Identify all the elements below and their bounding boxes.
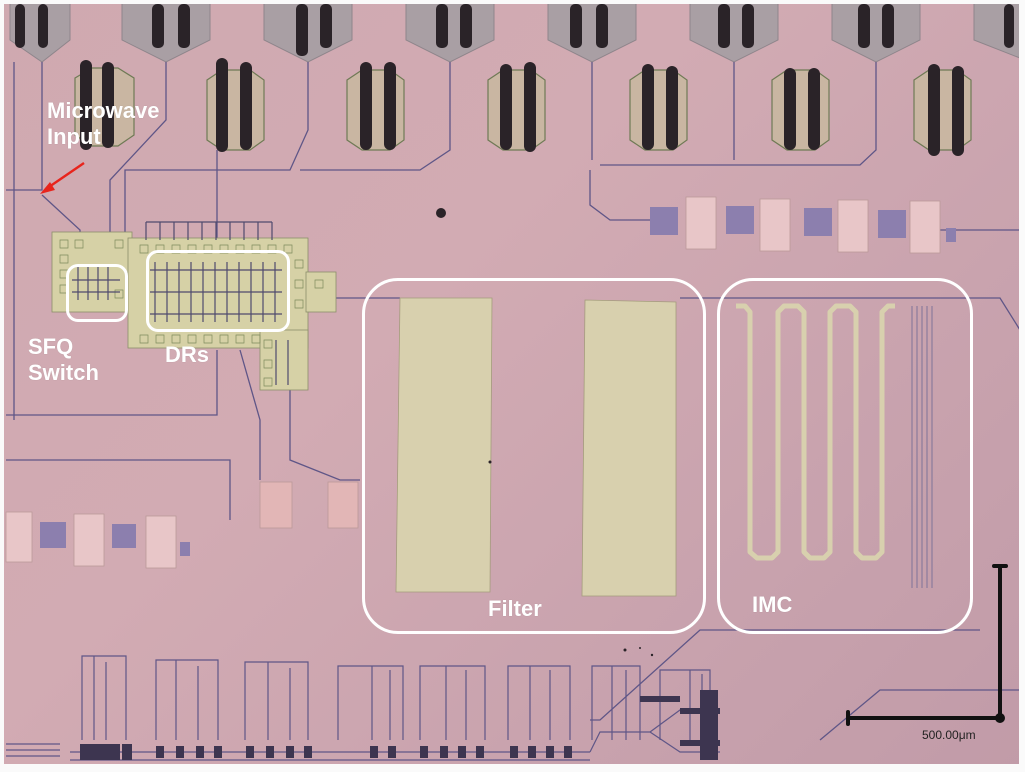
imc-label: IMC <box>752 592 793 617</box>
debris <box>436 208 654 657</box>
dr-junctions <box>72 221 289 385</box>
bottom-circuitry <box>6 655 720 761</box>
microwave-input-arrow <box>40 162 85 194</box>
imc-meander <box>736 303 895 561</box>
sfq-switch-line2: Switch <box>28 360 99 385</box>
microwave-input-line1: Microwave <box>47 98 160 123</box>
imc-callout <box>717 278 973 634</box>
drs-label: DRs <box>165 342 210 367</box>
top-bumps <box>15 4 1014 56</box>
microwave-input-line2: Input <box>47 124 101 149</box>
sfq-switch-callout <box>66 264 128 322</box>
filter-label: Filter <box>488 596 542 621</box>
sfq-switch-label: SFQ Switch <box>28 334 99 386</box>
traces <box>6 62 1021 741</box>
bottom-junctions <box>80 690 720 760</box>
second-row-pads <box>74 67 972 151</box>
filter-plates <box>395 297 677 597</box>
scale-bar-label: 500.00μm <box>922 728 976 742</box>
scale-bar <box>846 564 1008 726</box>
drs-callout <box>146 250 290 332</box>
series-chain-left <box>5 481 359 569</box>
imc-lines <box>911 306 933 588</box>
microwave-input-label: Microwave Input <box>47 98 160 150</box>
filter-callout <box>362 278 706 634</box>
sfq-switch-line1: SFQ <box>28 334 74 359</box>
series-chain-top-right <box>650 196 956 254</box>
second-row-bumps <box>80 58 964 156</box>
